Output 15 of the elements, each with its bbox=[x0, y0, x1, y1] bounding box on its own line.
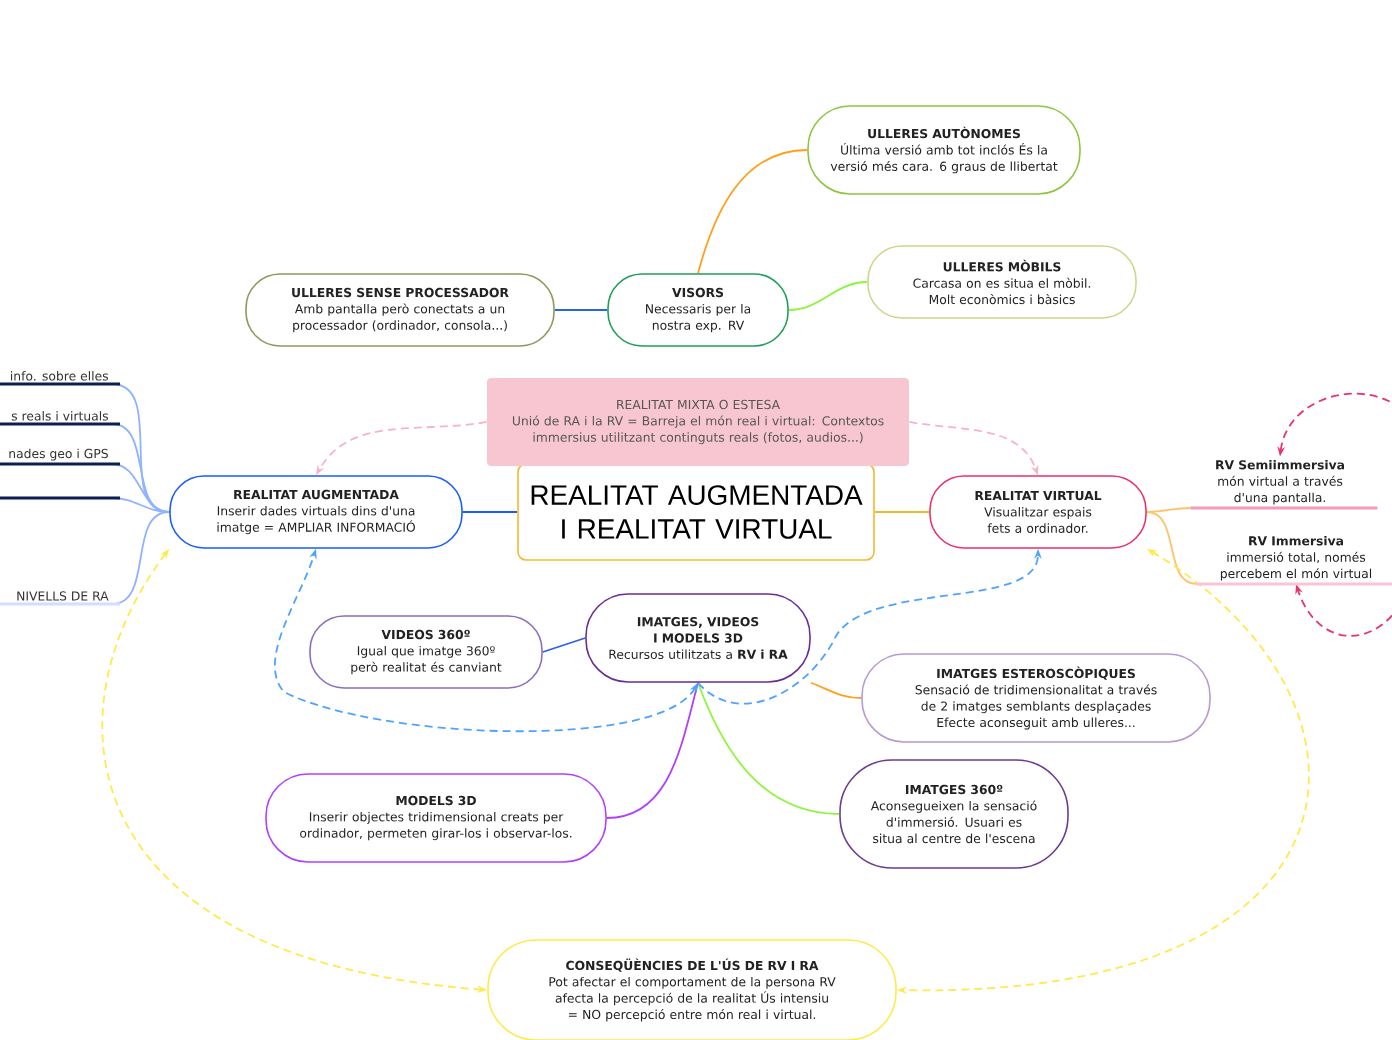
connector bbox=[697, 149, 809, 275]
connector bbox=[787, 281, 869, 311]
connector bbox=[461, 511, 519, 513]
connector bbox=[541, 637, 587, 653]
underlined-topic bbox=[0, 496, 120, 500]
connector bbox=[111, 511, 171, 605]
connector bbox=[1145, 511, 1198, 585]
central-topic-box: REALITAT AUGMENTADA I REALITAT VIRTUAL bbox=[517, 463, 875, 561]
connector bbox=[697, 681, 841, 815]
connector bbox=[809, 681, 863, 699]
connector bbox=[873, 511, 931, 513]
connector bbox=[605, 681, 699, 819]
connector bbox=[1145, 507, 1192, 513]
connector bbox=[553, 309, 609, 311]
connector bbox=[111, 463, 171, 513]
